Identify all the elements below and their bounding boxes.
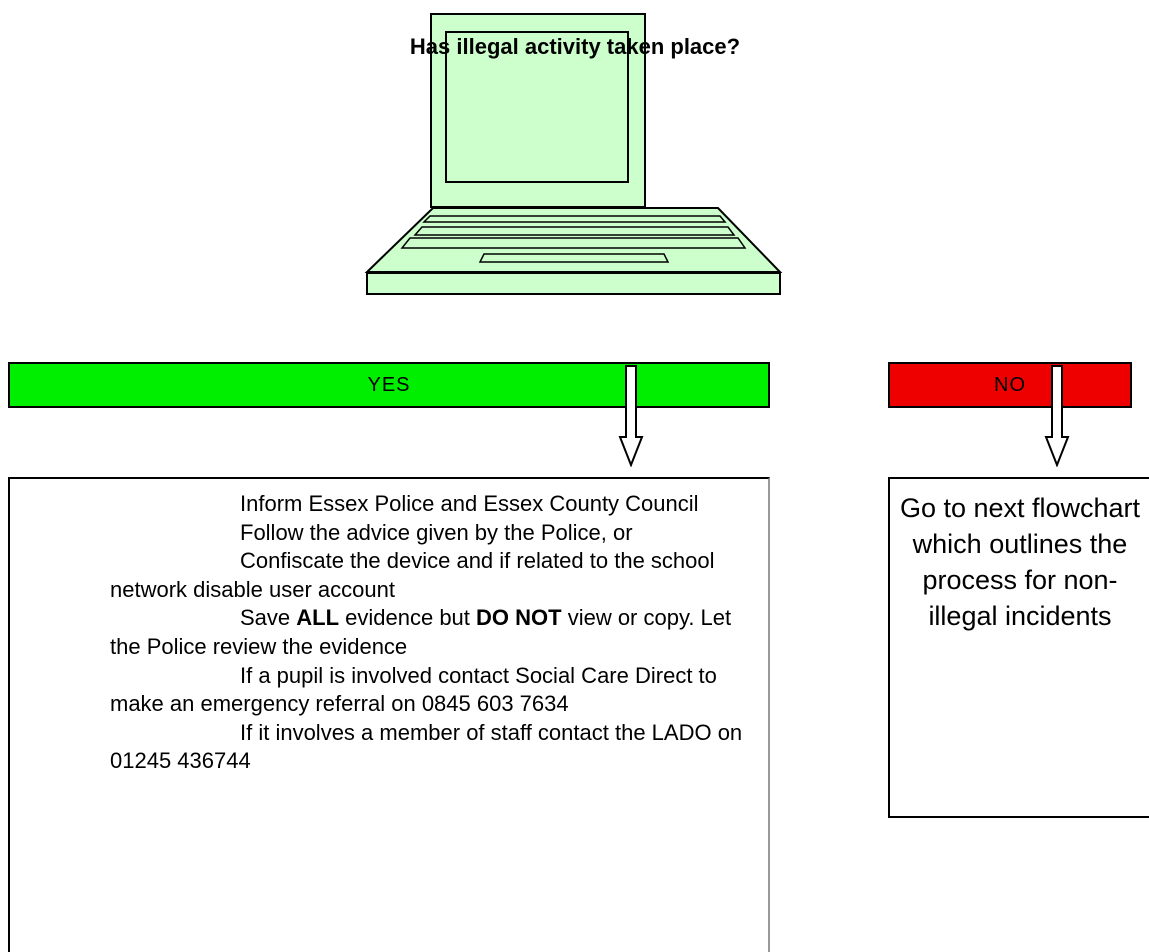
no-action-box [888, 477, 1149, 818]
yes-action-steps: Inform Essex Police and Essex County Cou… [110, 490, 760, 776]
step-item: If it involves a member of staff contact… [110, 719, 743, 774]
no-label: NO [994, 374, 1026, 396]
step-text: view or copy. Let the Police review the … [110, 605, 732, 659]
start-question: Has illegal activity taken place? [409, 34, 741, 59]
step-emphasis: DO NOT [476, 605, 562, 631]
yes-branch-bar: YES [8, 362, 770, 408]
step-item: Follow the advice given by the Police, o… [240, 519, 633, 545]
step-item: Inform Essex Police and Essex County Cou… [240, 491, 699, 516]
step-emphasis: ALL [296, 605, 340, 631]
step-item: Save ALL evidence but DO NOT view or cop… [110, 604, 760, 661]
yes-action-box [8, 477, 770, 952]
laptop-keyboard-row [400, 237, 747, 249]
no-action-text: Go to next flowchart which outlines the … [899, 493, 1141, 631]
step-item: Confiscate the device and if related to … [110, 548, 715, 602]
no-branch-bar: NO [888, 362, 1132, 408]
no-down-arrow-icon [1044, 365, 1070, 467]
yes-label: YES [367, 374, 411, 396]
laptop-icon [364, 13, 783, 295]
step-text: evidence but [339, 605, 477, 631]
laptop-touchpad [478, 253, 670, 263]
laptop-keyboard-row [422, 215, 727, 223]
step-item: If a pupil is involved contact Social Ca… [110, 662, 717, 717]
laptop-keyboard-row [413, 226, 736, 236]
step-text: Save [240, 605, 297, 631]
laptop-front-edge [366, 272, 781, 295]
laptop-screen-inner [445, 31, 629, 183]
yes-down-arrow-icon [618, 365, 644, 467]
